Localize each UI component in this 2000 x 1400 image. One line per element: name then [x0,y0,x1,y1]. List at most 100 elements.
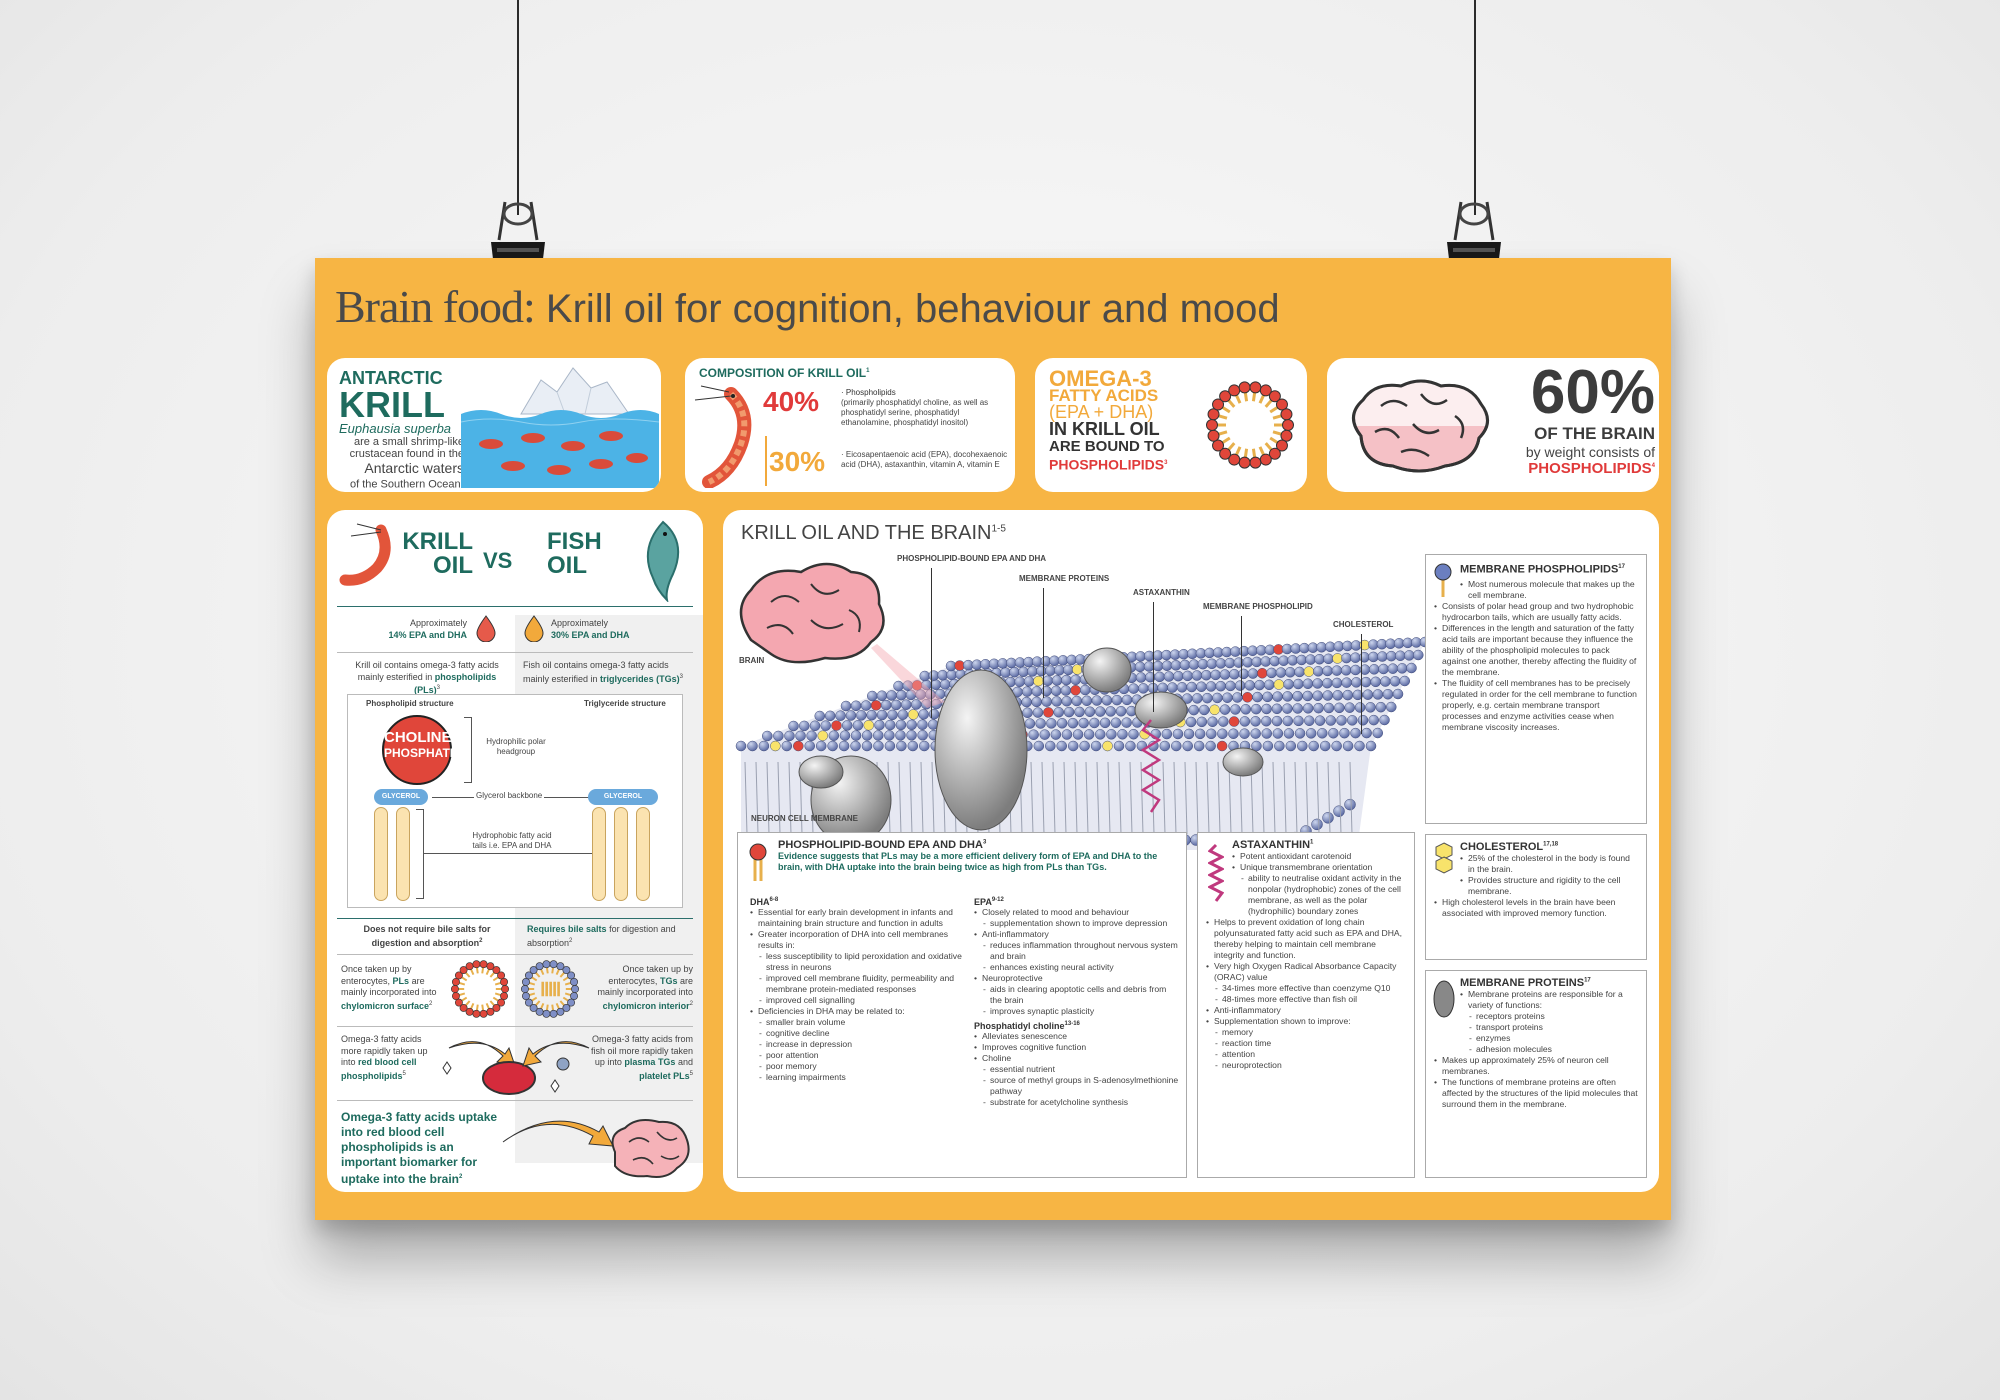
label-neuron-membrane: NEURON CELL MEMBRANE [751,814,858,823]
astaxanthin-chain-icon [1208,843,1224,902]
omega-l3: (EPA + DHA) [1049,402,1154,422]
dha-sub: poor memory [750,1061,968,1072]
label-brain: BRAIN [739,656,765,665]
prot-sub: receptors proteins [1460,1011,1638,1022]
astax-sub: memory [1206,1027,1406,1038]
label-membrane-phospholipid: MEMBRANE PHOSPHOLIPID [1203,602,1313,611]
vs-label: VS [483,548,513,573]
prot-item: Membrane proteins are responsible for a … [1460,989,1638,1011]
pc-sup: 13-16 [1064,1021,1080,1027]
astax-item: Anti-inflammatory [1206,1005,1406,1016]
mp-item: Differences in the length and saturation… [1434,623,1638,678]
vs-k-bile: Does not require bile salts for digestio… [363,924,491,948]
brain-icon [1341,376,1495,473]
astax-item: Unique transmembrane orientation [1232,862,1406,873]
vs-k-contains: Krill oil contains omega-3 fatty acids m… [355,660,499,682]
brain-60-pct: 60% [1530,358,1655,427]
astax-sub: neuroprotection [1206,1060,1406,1071]
fish-icon [646,520,680,602]
tg-struct-label: Triglyceride structure [584,699,666,708]
tg-glycerol: GLYCEROL [588,789,658,805]
iceberg-sea-illustration-icon [461,367,659,488]
krill-desc-2: crustacean found in the [349,448,464,460]
phospholipid-pin-icon [1434,563,1452,597]
phosphate-label: PHOSPHATE [384,746,458,760]
omega-sup: 3 [1164,460,1168,466]
brain-60-l2: by weight consists of [1525,444,1655,460]
title-brain-food: Brain food: [335,281,536,332]
composition-pct-30: 30% [769,446,826,477]
epa-sup: 9-12 [991,897,1004,903]
pc-sub: essential nutrient [974,1064,1180,1075]
astax-list: Potent antioxidant carotenoid Unique tra… [1206,851,1406,1071]
hydrophilic-label: Hydrophilic polar headgroup [486,737,546,756]
dha-sub: smaller brain volume [750,1017,968,1028]
vs-f-contains: Fish oil contains omega-3 fatty acids ma… [523,660,669,684]
vs-fish-1: FISH [547,528,602,555]
title-subtitle: Krill oil for cognition, behaviour and m… [545,287,1280,331]
astax-sub: ability to neutralise oxidant activity i… [1232,873,1406,917]
label-membrane-proteins: MEMBRANE PROTEINS [1019,574,1110,583]
dha-head: DHA [750,897,770,907]
epa-item: Anti-inflammatory [974,929,1180,940]
krill-desc-3: Antarctic waters [364,460,464,476]
vs-f-tg: triglycerides (TGs) [600,673,680,684]
label-pl-epa: PHOSPHOLIPID-BOUND EPA AND DHA [897,554,1047,563]
shrimp-icon [694,385,752,488]
vs-f-rbc-and: and [677,1057,693,1067]
chol-item: Provides structure and rigidity to the c… [1460,875,1638,897]
omega-l1: OMEGA-3 [1049,366,1152,391]
prot-sub: adhesion molecules [1460,1044,1638,1055]
epa-sub: reduces inflammation throughout nervous … [974,940,1180,962]
label-cholesterol: CHOLESTEROL [1333,620,1394,629]
prot-sup: 17 [1584,977,1591,984]
dha-item: Greater incorporation of DHA into cell m… [750,929,968,951]
astax-item: Supplementation shown to improve: [1206,1016,1406,1027]
astax-item: Potent antioxidant carotenoid [1232,851,1406,862]
red-drop-icon [476,615,496,642]
astax-item: Helps to prevent oxidation of long chain… [1206,917,1406,961]
vs-f-sup: 3 [679,673,683,680]
chol-item: 25% of the cholesterol in the body is fo… [1460,853,1638,875]
vs-f-bile-b: Requires bile salts [527,924,607,934]
vs-k-once-b1: PLs [392,975,410,986]
pl-bound-box: PHOSPHOLIPID-BOUND EPA AND DHA3 Evidence… [737,832,1187,1178]
epa-item: Neuroprotective [974,973,1180,984]
epa-sub: enhances existing neural activity [974,962,1180,973]
phospholipid-pin-icon-2 [749,843,767,881]
prot-title: MEMBRANE PROTEINS [1460,977,1585,989]
mp-item: Most numerous molecule that makes up the… [1460,579,1638,601]
hanging-wire-left [517,0,519,215]
pc-item: Improves cognitive function [974,1042,1180,1053]
chol-item: High cholesterol levels in the brain hav… [1434,897,1638,919]
krill-desc-4: of the Southern Ocean [349,478,461,491]
orange-drop-icon [524,615,544,642]
chol-sup: 17,18 [1543,841,1559,848]
vs-biomarker: Omega-3 fatty acids uptake into red bloo… [341,1110,498,1186]
antarctic-krill-card: ANTARCTIC KRILL Euphausia superba are a … [327,358,661,492]
prot-sub: transport proteins [1460,1022,1638,1033]
mp-item: Consists of polar head group and two hyd… [1434,601,1638,623]
mp-item: The fluidity of cell membranes has to be… [1434,678,1638,733]
dha-list: Essential for early brain development in… [750,907,968,1083]
plbound-lead: Evidence suggests that PLs may be a more… [778,851,1158,872]
vs-k-pl: phospholipids (PLs) [414,671,497,696]
dha-item: Essential for early brain development in… [750,907,968,929]
prot-item: The functions of membrane proteins are o… [1434,1077,1638,1110]
krill-heading-2: KRILL [339,384,445,425]
chol-title: CHOLESTEROL [1460,841,1544,853]
krill-brain-card: KRILL OIL AND THE BRAIN1-5 PHOSPHOLIPID-… [723,510,1659,1192]
astax-item: Very high Oxygen Radical Absorbance Capa… [1206,961,1406,983]
astaxanthin-box: ASTAXANTHIN1 Potent antioxidant caroteno… [1197,832,1415,1178]
epa-sub: supplementation shown to improve depress… [974,918,1180,929]
pl-struct-label: Phospholipid structure [366,699,454,708]
composition-title: COMPOSITION OF KRILL OIL [699,366,867,380]
poster-title: Brain food: Krill oil for cognition, beh… [335,280,1280,333]
pl-glycerol: GLYCEROL [374,789,428,805]
brain-60-sup: 4 [1651,463,1655,469]
astax-sub: 48-times more effective than fish oil [1206,994,1406,1005]
astax-sub: attention [1206,1049,1406,1060]
structure-diagram: Phospholipid structure Triglyceride stru… [347,694,683,908]
krill-vs-fish-card: KRILL OIL VS FISH OIL Approximately 14% … [327,510,703,1192]
vs-k-rbc-sup: 5 [402,1070,406,1077]
